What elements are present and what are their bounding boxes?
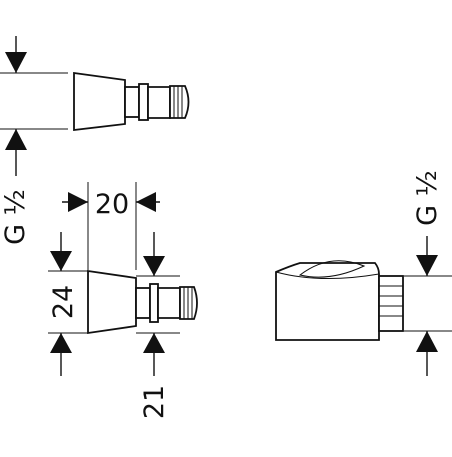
fitting-top bbox=[73, 71, 190, 132]
fitting-thread-end bbox=[169, 85, 190, 119]
arrow-up-icon bbox=[50, 333, 72, 353]
arrow-left-icon bbox=[136, 192, 156, 212]
fitting-shaft bbox=[157, 287, 181, 319]
arrow-down-icon bbox=[416, 255, 438, 276]
fitting-bottom bbox=[87, 269, 198, 335]
arrow-up-icon bbox=[416, 331, 438, 352]
arrow-up-icon bbox=[143, 333, 165, 353]
fitting-nut bbox=[138, 83, 149, 121]
arrow-right-icon bbox=[68, 192, 88, 212]
body-edge bbox=[275, 271, 380, 280]
arrow-down-icon bbox=[5, 52, 27, 73]
thread-dimension-right: G ½ bbox=[404, 170, 452, 376]
width-label: 20 bbox=[95, 189, 129, 220]
arrow-down-icon bbox=[143, 256, 165, 276]
fitting-body bbox=[87, 269, 137, 335]
fitting-collar bbox=[135, 287, 151, 319]
fitting-shaft bbox=[147, 86, 171, 119]
bottom-label: 21 bbox=[139, 385, 170, 419]
fitting-body bbox=[73, 71, 126, 132]
height-label: 24 bbox=[48, 285, 79, 319]
thread-dimension-left: G ½ bbox=[0, 36, 68, 245]
fitting-body bbox=[275, 262, 380, 341]
body-notch bbox=[298, 260, 366, 278]
thread-label-left: G ½ bbox=[0, 189, 31, 245]
width-dimension: 20 bbox=[62, 182, 160, 270]
arrow-up-icon bbox=[5, 129, 27, 150]
fitting-thread bbox=[378, 275, 404, 332]
fitting-right bbox=[275, 260, 404, 341]
bottom-dimension: 21 bbox=[136, 232, 180, 419]
fitting-nut bbox=[149, 283, 159, 323]
arrow-down-icon bbox=[50, 251, 72, 271]
fitting-collar bbox=[124, 86, 140, 118]
height-dimension: 24 bbox=[48, 232, 88, 376]
thread-label-right: G ½ bbox=[412, 170, 443, 226]
